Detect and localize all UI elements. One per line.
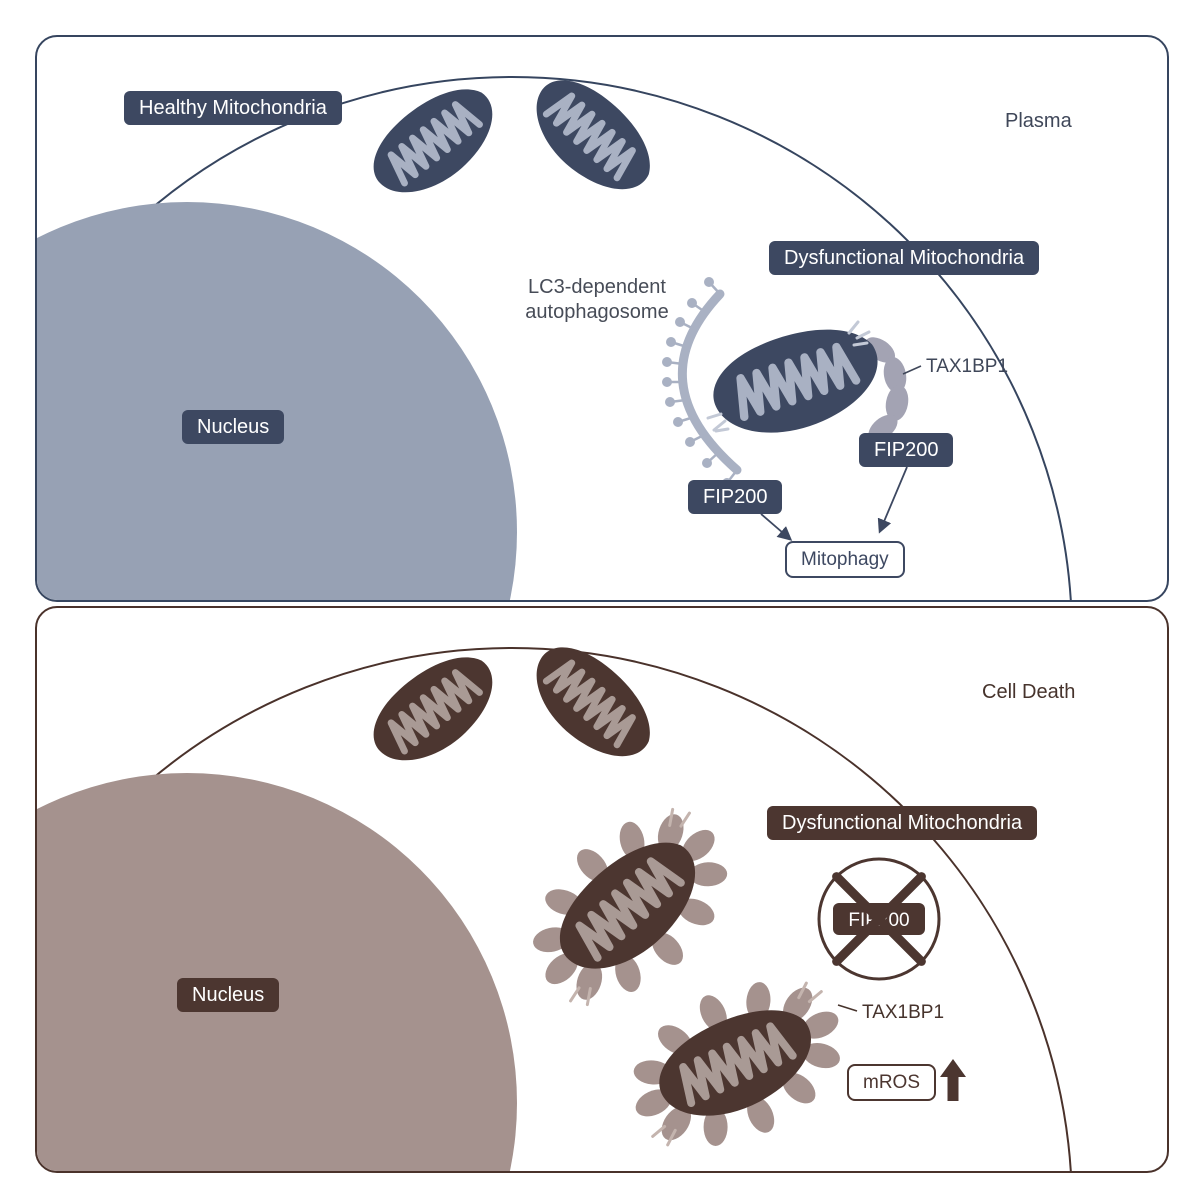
arrow-fip200-right-to-mitophagy — [877, 466, 908, 534]
cell-death-drawing: FIP200 — [37, 608, 1072, 1171]
arrow-fip200-left-to-mitophagy — [760, 513, 793, 541]
dysfunctional-mitochondria-badge: Dysfunctional Mitochondria — [767, 806, 1038, 840]
fip200-badge-left: FIP200 — [688, 480, 783, 514]
healthy-mitochondrion-1 — [357, 70, 512, 214]
mitochondrion-2 — [516, 629, 668, 777]
coated-dysfunctional-mitochondrion-2 — [605, 949, 870, 1171]
mitophagy-panel: Healthy Mitochondria Plasma Dysfunctiona… — [35, 35, 1169, 602]
fip200-crossed-out: FIP200 — [817, 857, 941, 981]
cell-membrane — [37, 76, 1072, 600]
lc3-dot-stems — [666, 281, 738, 484]
cell-death-panel: FIP200 Cell Death Dysfunctional Mitochon… — [35, 606, 1169, 1173]
nucleus — [37, 202, 517, 600]
dysfunctional-mitochondria-badge: Dysfunctional Mitochondria — [769, 241, 1040, 275]
nucleus — [37, 773, 517, 1171]
dysfunctional-mitochondrion — [702, 311, 892, 452]
autophagosome-label: LC3-dependent autophagosome — [487, 275, 707, 325]
healthy-mitochondria-badge: Healthy Mitochondria — [124, 91, 342, 125]
healthy-mitochondrion-2 — [516, 62, 668, 210]
mitophagy-box: Mitophagy — [785, 541, 905, 578]
tax1bp1-leader-line — [837, 1004, 858, 1012]
up-arrow-icon — [940, 1059, 966, 1101]
nucleus-badge: Nucleus — [177, 978, 280, 1012]
cross-x-icon — [832, 872, 926, 966]
mitochondrion-1 — [357, 638, 512, 782]
plasma-label: Plasma — [1005, 110, 1072, 132]
fip200-badge-right: FIP200 — [859, 433, 954, 467]
tax1bp1-leader-line — [902, 365, 922, 375]
ubiquitin-fringe — [706, 320, 871, 433]
cell-membrane — [37, 647, 1072, 1171]
nucleus-badge: Nucleus — [182, 410, 285, 444]
autophagosome-label-line2: autophagosome — [525, 301, 669, 323]
tax1bp1-label: TAX1BP1 — [862, 1002, 945, 1023]
autophagosome-label-line1: LC3-dependent — [528, 276, 666, 298]
mros-box: mROS — [847, 1064, 936, 1101]
cell-death-label: Cell Death — [982, 681, 1076, 703]
coated-dysfunctional-mitochondrion-1 — [497, 777, 762, 1037]
tax1bp1-label: TAX1BP1 — [926, 356, 1009, 377]
